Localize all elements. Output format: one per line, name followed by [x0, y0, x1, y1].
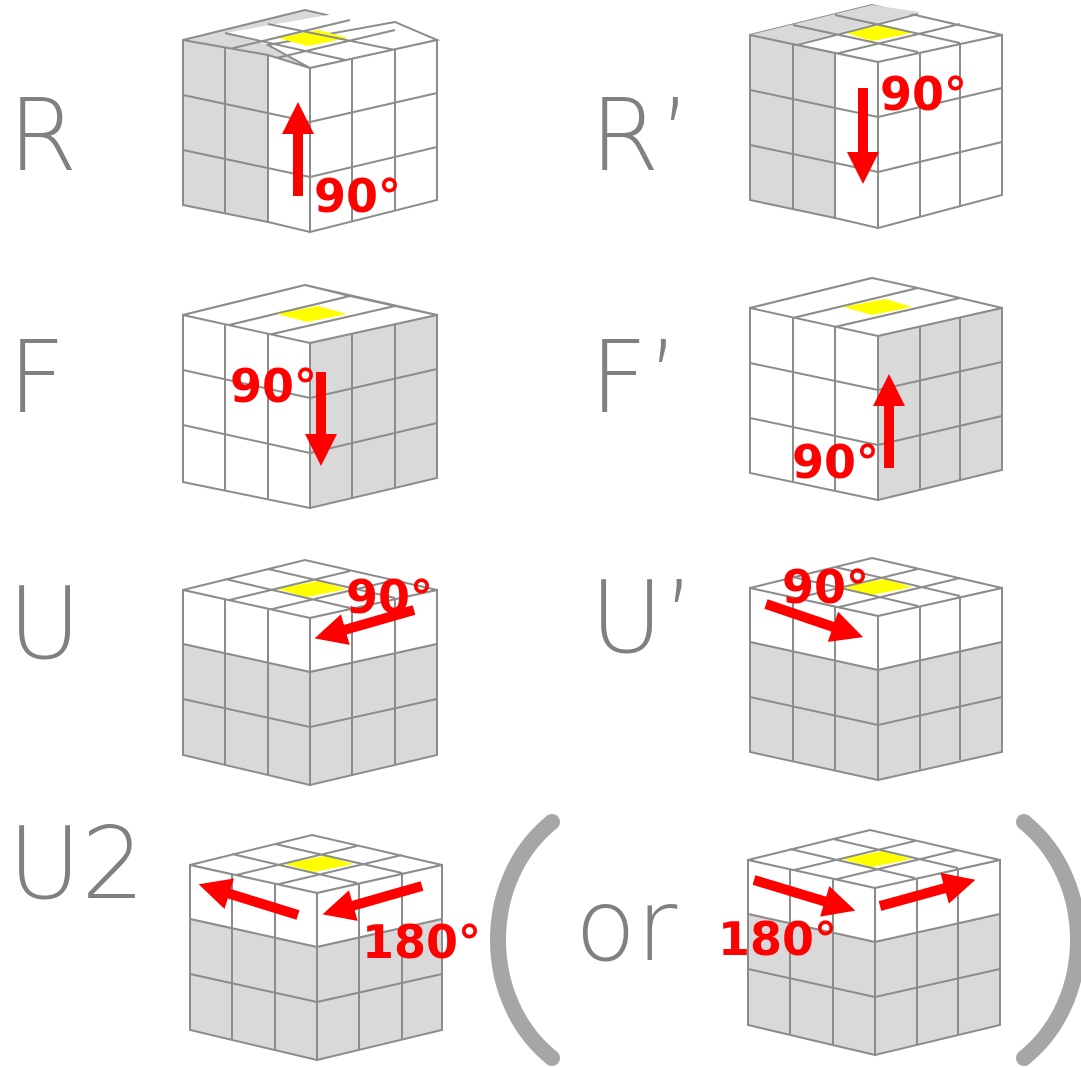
arrow-u2-alt-right-front: [752, 875, 856, 917]
move-label-u-prime: U’: [590, 559, 695, 676]
move-label-u: U: [8, 565, 81, 682]
angle-r: 90°: [314, 169, 401, 223]
cube-u-prime: [749, 556, 1003, 782]
right-parenthesis: [1016, 814, 1081, 1066]
angle-u: 90°: [346, 570, 433, 624]
angle-f-prime: 90°: [792, 435, 879, 489]
or-label: or: [575, 867, 678, 984]
move-label-u2: U2: [8, 805, 145, 922]
angle-f: 90°: [230, 359, 317, 413]
arrow-u2-alt-right-back: [878, 872, 976, 911]
cube-f: [182, 283, 438, 510]
move-label-r-prime: R’: [590, 77, 691, 194]
arrow-u-left: [314, 605, 416, 645]
angle-u2: 180°: [362, 915, 481, 969]
angle-u-prime: 90°: [782, 560, 869, 614]
arrow-u2-left-front: [322, 881, 424, 921]
arrow-u2-left-back: [198, 878, 300, 920]
cube-r: [182, 8, 441, 234]
angle-u2-alt: 180°: [718, 912, 837, 966]
angle-r-prime: 90°: [880, 67, 967, 121]
arrow-u-prime-right: [764, 599, 864, 642]
left-parenthesis: [490, 814, 560, 1066]
cube-u: [182, 558, 438, 787]
move-label-f: F: [8, 319, 66, 436]
move-label-f-prime: F’: [590, 319, 679, 436]
move-label-r: R: [8, 77, 77, 194]
cube-f-prime: [749, 276, 1003, 502]
cube-u2-alt: [747, 828, 1001, 1057]
